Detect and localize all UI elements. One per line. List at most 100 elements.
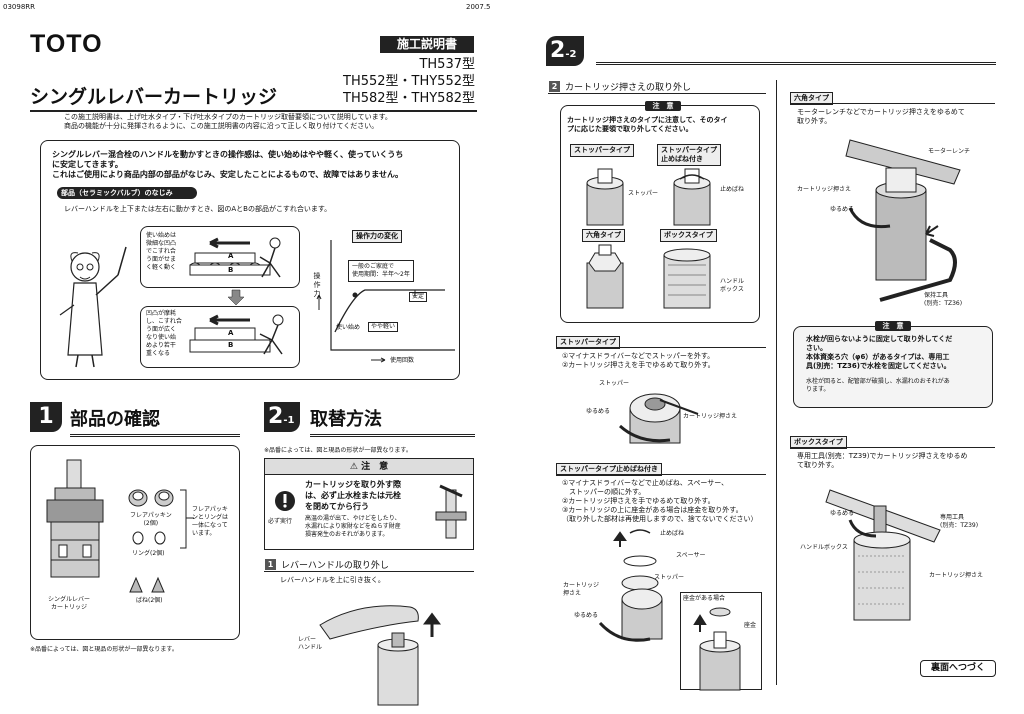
notice-sub-text: レバーハンドルを上下または左右に動かすとき、図のAとBの部品がこすれ合います。 [64,205,332,213]
scientist-figure [59,246,127,368]
stopper-label-loosen: ゆるめる [586,408,611,415]
section1-title: 部品の確認 [70,405,240,437]
bubble-later-text: 凹凸が摩耗 し、こすれ合 う面が広く なり使い始 めより若干 重くなる [146,310,182,357]
flare-packing-icon [128,489,174,507]
stopper-spring-text: ①マイナスドライバーなどで止めばね、スペーサー、 ストッパーの順に外す。 ②カー… [562,479,758,523]
box-type-rule [790,447,995,448]
intro-text: この施工説明書は、上げ吐水タイプ・下げ吐水タイプのカートリッジ取替要領について説… [64,113,392,130]
hex-caution-label: 注 意 [875,321,911,331]
type-stopper-spring-caption: ストッパータイプ 止めばね付き [657,144,721,166]
section21-footnote: ※品番によっては、図と現品の形状が一部異なります。 [264,447,412,454]
notice-box [40,140,460,380]
caution-label: 注 意 [361,462,389,472]
box-type-illustration [663,248,711,309]
step1-header [264,558,474,572]
ring-icon [132,531,166,545]
section21-title: 取替方法 [310,405,475,437]
lever-handle-illustration [319,605,441,706]
part-cartridge-label: シングルレバー カートリッジ [48,596,91,611]
cartridge-illustration [46,459,104,578]
box-type-title: ボックスタイプ [790,436,847,449]
spring-label-stopper: ストッパー [654,574,685,581]
force-graph [316,240,455,363]
part-bracket [180,489,194,549]
section21-number: 2-1 [264,402,300,432]
section21-num: 2 [268,404,284,429]
hex-type-illustration [586,244,624,309]
part-note: フレアパッキ ンとリングは 一体になって います。 [192,506,229,537]
label-b-top: B [228,266,234,274]
section21-sub: -1 [283,415,295,426]
hex-title: 六角タイプ [790,92,833,105]
caution-sub: 高温の湯が出て、やけどをしたり、 水漏れにより家財などをぬらす財産 損害発生のお… [305,515,401,538]
step1-text: レバーハンドルを上に引き抜く。 [280,576,385,584]
step2-header [548,80,766,94]
section22-sub: -2 [565,49,577,60]
hex-label-tool: 保持工具 (別売：TZ36) [924,292,963,307]
lever-handle-label: レバー ハンドル [298,636,323,651]
label-a-bottom: A [228,329,234,337]
box-label-handle-box: ハンドルボックス [800,544,848,551]
stopper-label-stopper: ストッパー [599,380,630,387]
faucet-valve-illustration [435,484,467,539]
stopper-spring-title: ストッパータイプ止めばね付き [556,463,662,476]
type-stopper-caption: ストッパータイプ [570,144,634,157]
stopper-type-illustration [586,168,624,226]
hex-wrench-illustration [845,139,961,302]
continue-label: 裏面へつづく [920,660,996,677]
notice-text: シングルレバー混合栓のハンドルを動かすときの操作感は、使い始めはやや軽く、使って… [52,150,404,179]
stopper-title: ストッパータイプ [556,336,620,349]
model-2: TH552型・THY552型 [343,74,475,89]
section22-num: 2 [550,38,566,63]
manual-badge: 施工説明書 [380,36,474,53]
must-do-icon [275,491,295,511]
spring-label-spring: 止めばね [660,530,685,537]
stopper-spring-rule [556,474,766,475]
washer-box-title: 座金がある場合 [683,595,726,602]
down-arrow-icon [227,289,245,306]
parts-box [30,445,240,640]
spring-label-spacer: スペーサー [676,552,706,559]
stopper-label-holder: カートリッジ押さえ [683,413,738,420]
column-divider [776,80,777,685]
type-box-caption: ボックスタイプ [660,229,717,242]
part-flare-label: フレアパッキン (2個) [130,512,172,527]
plate-diagram-early [189,237,281,278]
type-hex-caption: 六角タイプ [582,229,625,242]
graph-stable: 安定 [409,292,428,302]
label-b-bottom: B [228,341,234,349]
bubble-early-text: 使い始めは 微細な凹凸 でこすれ合 う面がせま く軽く動く [146,232,177,271]
box-tool-illustration [825,489,941,621]
hex-label-loosen: ゆるめる [830,206,855,213]
callout-stopper: ストッパー [628,190,659,197]
plate-diagram-later [189,314,284,355]
type-caution-text: カートリッジ押さえのタイプに注意して、そのタイ プに応じた要領で取り外してくださ… [567,116,728,133]
stopper-rule [556,347,766,348]
caution-panel [264,458,474,550]
step2-number: 2 [549,81,560,92]
must-do-label: 必ず実行 [268,518,293,525]
step1-title: レバーハンドルの取り外し [281,561,389,571]
doc-code: 03098RR [3,3,35,11]
section1-footnote: ※品番によっては、図と現品の形状が一部異なります。 [30,646,178,653]
type-caution-label: 注 意 [645,101,681,111]
stopper-spring-removal-illustration [598,529,663,642]
hex-text: モーターレンチなどでカートリッジ押さえをゆるめて 取り外す。 [797,108,965,125]
hex-rule [790,103,995,104]
hex-caution-sub: 水栓が回ると、配管部が破損し、水漏れのおそれがあ ります。 [806,378,950,393]
section22-number: 2-2 [546,36,584,66]
friction-bubble-early [140,226,300,288]
model-list: TH537型 TH552型・THY552型 TH582型・THY582型 [300,56,475,107]
part-ring-label: リング(2個) [132,550,165,557]
stopper-text: ①マイナスドライバーなどでストッパーを外す。 ②カートリッジ押さえを手でゆるめて… [562,352,715,369]
graph-title: 操作力の変化 [352,230,402,243]
step2-title: カートリッジ押さえの取り外し [565,83,692,93]
box-label-loosen: ゆるめる [830,510,855,517]
stopper-removal-illustration [618,393,699,444]
graph-slightly-light: やや軽い [368,322,399,332]
product-title: シングルレバーカートリッジ [30,86,278,108]
graph-note: 一般のご家庭で 使用期間：半年〜2年 [348,260,414,282]
label-a-top: A [228,252,234,260]
spring-label-loosen: ゆるめる [574,612,599,619]
caution-main: カートリッジを取り外す際 は、必ず止水栓または元栓 を閉めてから行う [305,480,401,511]
